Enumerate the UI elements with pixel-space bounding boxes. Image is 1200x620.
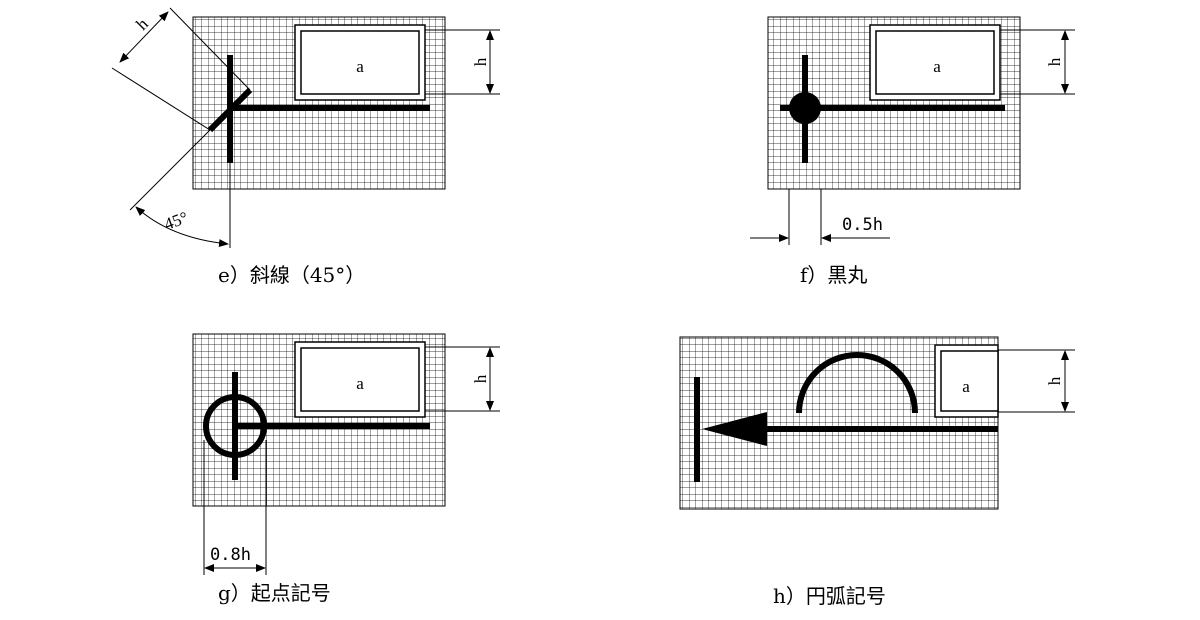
dim-h-right-label: h (471, 374, 490, 383)
origin-circle (203, 394, 267, 458)
panel-f: a h 0.5h f）黒丸 (750, 16, 1075, 287)
label-box-text: a (356, 374, 364, 393)
dim-line-diag (119, 11, 169, 63)
panel-e: a h h 45° e）斜線（45°） (111, 7, 500, 287)
arc-symbol (796, 352, 918, 414)
diag-ext-lower (111, 67, 211, 131)
caption-f: f）黒丸 (800, 263, 867, 287)
panel-h: a h h）円弧記号 (679, 336, 1075, 608)
arrowhead (702, 412, 767, 446)
label-box-text: a (933, 57, 941, 76)
label-box-inner (300, 30, 420, 95)
label-box-text: a (356, 57, 364, 76)
caption-h: h）円弧記号 (773, 584, 886, 608)
dim-width-label: 0.8h (210, 545, 251, 565)
label-box-inner (875, 30, 995, 95)
angle-arc (135, 206, 229, 248)
dim-h-right-label: h (1045, 376, 1064, 385)
angle-ext-diag (129, 129, 211, 211)
diag-ext-upper (169, 7, 251, 91)
panel-g: a h 0.8h g）起点記号 (192, 333, 500, 605)
label-box-text: a (962, 377, 970, 396)
dim-width-label: 0.5h (842, 215, 883, 235)
caption-e: e）斜線（45°） (218, 263, 365, 287)
dim-h-right-label: h (471, 57, 490, 66)
caption-g: g）起点記号 (218, 581, 331, 605)
angle-label: 45° (162, 208, 191, 234)
black-dot (789, 92, 821, 124)
dim-h-right-label: h (1045, 57, 1064, 66)
label-box-inner (940, 350, 999, 412)
slash-mark (207, 87, 253, 133)
label-box-inner (300, 347, 420, 412)
